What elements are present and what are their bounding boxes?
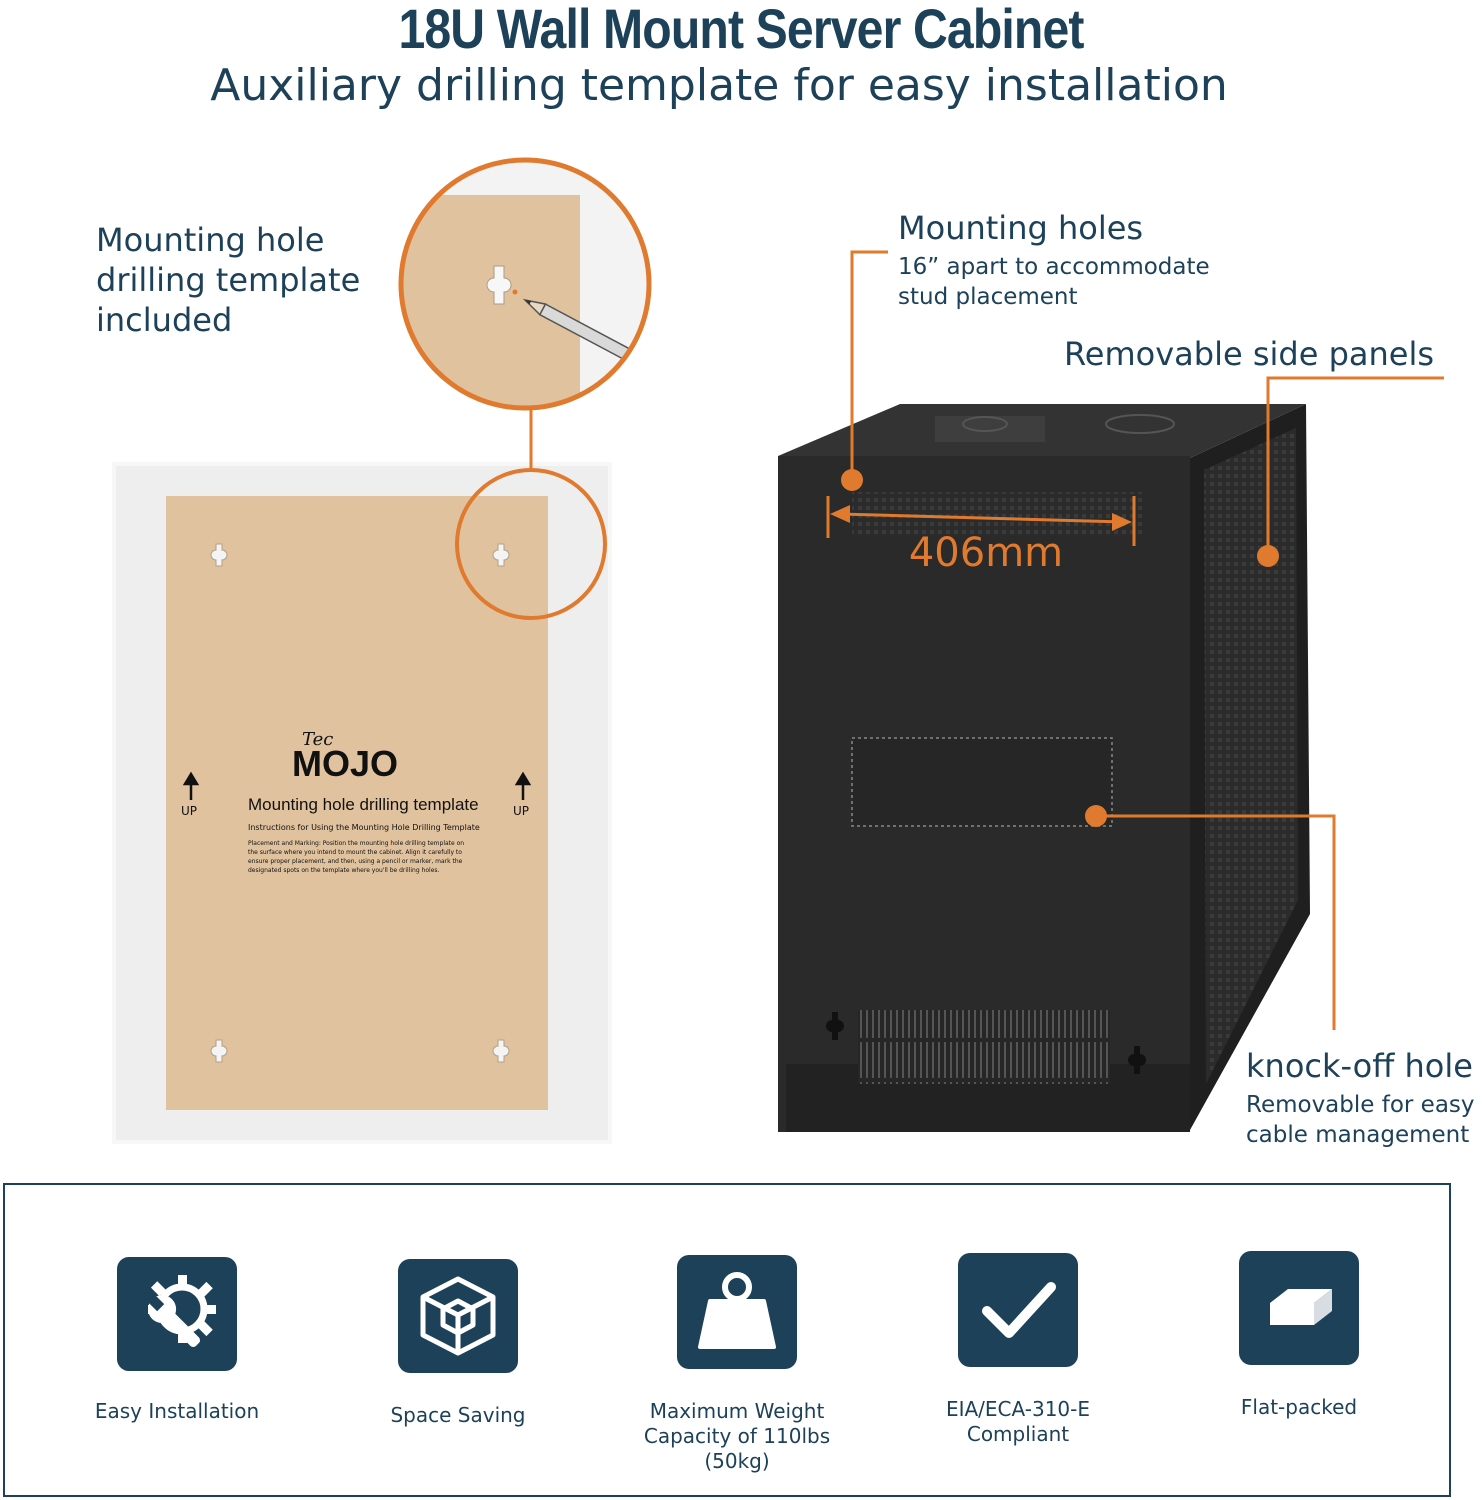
dimension-label: 406mm (909, 530, 1063, 576)
knockoff-hole-subtitle: Removable for easy cable management (1246, 1092, 1475, 1148)
template-print: Tec MOJO Mounting hole drilling template… (181, 729, 529, 874)
checkmark-icon (958, 1253, 1078, 1367)
instructions-line: the surface where you intend to mount th… (248, 849, 462, 856)
drilling-template-board (112, 462, 612, 1144)
kraft-template-sheet (166, 496, 548, 1110)
product-illustration: 406mm Tec MOJO Mounting hole drilling te… (112, 157, 1444, 1144)
page-subtitle: Auxiliary drilling template for easy ins… (210, 60, 1228, 111)
up-label-right: UP (513, 804, 529, 818)
feature-label: Space Saving (390, 1403, 526, 1427)
up-arrows (182, 771, 532, 800)
server-cabinet (778, 404, 1310, 1132)
feature-label: Easy Installation (94, 1399, 260, 1423)
feature-easy-installation: Easy Installation (57, 1257, 297, 1424)
page-title: 18U Wall Mount Server Cabinet (398, 0, 1084, 60)
feature-panel: Easy Installation Space Saving Maximum W… (3, 1183, 1451, 1497)
flat-box-icon (1239, 1251, 1359, 1365)
side-panels-label: Removable side panels (1064, 335, 1435, 373)
feature-compliant: EIA/ECA-310-E Compliant (898, 1253, 1138, 1447)
callout-lines (826, 250, 1444, 1030)
gear-wrench-icon (117, 1257, 237, 1371)
feature-label: Flat-packed (1240, 1395, 1358, 1419)
brand-small: Tec (302, 729, 333, 750)
cube-icon (398, 1259, 518, 1373)
instructions-title: Instructions for Using the Mounting Hole… (248, 823, 480, 832)
knockoff-hole-title: knock-off hole (1246, 1047, 1473, 1085)
instructions-line: ensure proper placement, and then, using… (248, 858, 463, 865)
keyhole-marks (210, 543, 510, 1063)
up-label-left: UP (181, 804, 197, 818)
mounting-holes-title: Mounting holes (898, 209, 1144, 247)
callout-dots (830, 469, 1279, 827)
weight-icon (677, 1255, 797, 1369)
feature-label: EIA/ECA-310-E Compliant (945, 1397, 1091, 1446)
feature-space-saving: Space Saving (338, 1259, 578, 1428)
template-included-label: Mounting hole drilling template included (96, 221, 361, 339)
feature-label: Maximum Weight Capacity of 110lbs (50kg) (643, 1399, 831, 1473)
brand-logo: MOJO (292, 743, 398, 784)
mounting-holes-subtitle: 16” apart to accommodate stud placement (898, 254, 1210, 310)
template-heading: Mounting hole drilling template (248, 795, 479, 814)
feature-max-weight: Maximum Weight Capacity of 110lbs (50kg) (617, 1255, 857, 1474)
instructions-line: Placement and Marking: Position the moun… (248, 840, 464, 847)
feature-flat-packed: Flat-packed (1179, 1251, 1419, 1420)
instructions-line: designated spots on the template where y… (248, 867, 440, 874)
